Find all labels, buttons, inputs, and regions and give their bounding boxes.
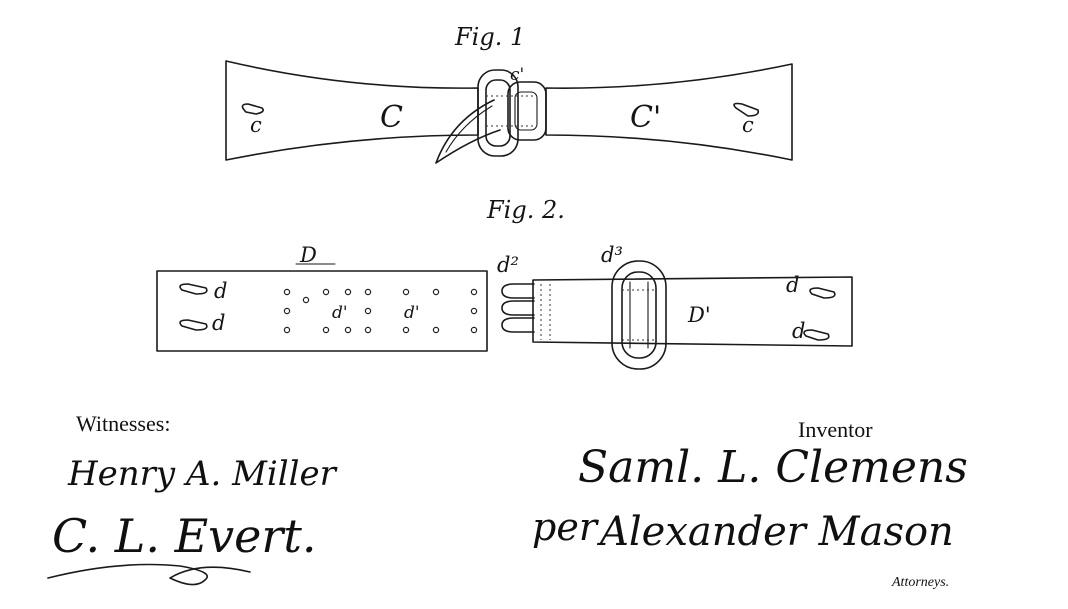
witness-signature-2: C. L. Evert. <box>52 509 316 563</box>
signature-flourish <box>47 563 251 586</box>
attorneys-label: Attorneys. <box>891 575 949 590</box>
buckle-frame-inner <box>485 79 511 147</box>
hole <box>283 326 291 334</box>
witness-signature-1: Henry A. Miller <box>67 454 338 494</box>
hole <box>283 288 291 296</box>
witnesses-label: Witnesses: <box>76 411 170 436</box>
label-c-end-right: c <box>742 113 754 137</box>
label-d3-buckle: d³ <box>601 243 623 267</box>
figure-1: Fig. 1 C C' c c c' <box>225 23 793 164</box>
label-d-end-right-bottom: d <box>792 319 805 343</box>
buckle-d3-inner <box>621 271 657 359</box>
label-d-prime-holes-a: d' <box>332 303 348 323</box>
slot-d-top-left <box>179 283 208 295</box>
label-c: C <box>380 100 403 135</box>
label-c-end-left: c <box>250 113 262 137</box>
hole <box>283 307 291 315</box>
strap-c-prime <box>545 63 793 161</box>
hole <box>364 288 372 296</box>
buckle-d3-outer <box>611 260 667 370</box>
inventor-signature: Saml. L. Clemens <box>578 442 968 493</box>
attorney-signature: Alexander Mason <box>596 509 954 555</box>
hole <box>344 326 352 334</box>
per-label: per <box>532 505 600 549</box>
inventor-block: Inventor Saml. L. Clemens per Alexander … <box>532 417 968 590</box>
hole <box>402 288 410 296</box>
slot-d-bottom-left <box>179 319 208 331</box>
slot-d-bottom-right <box>803 329 830 341</box>
buckle-tongue-inner <box>445 105 493 153</box>
label-d-end-right-top: d <box>786 273 799 297</box>
hole <box>344 288 352 296</box>
label-d-prime-holes-b: d' <box>404 303 420 323</box>
fig-1-title: Fig. 1 <box>454 23 525 51</box>
strap-d <box>156 270 488 352</box>
hole <box>322 326 330 334</box>
hook <box>501 317 535 333</box>
label-c-prime: C' <box>630 100 661 135</box>
slot-d-top-right <box>809 287 836 299</box>
strap-d-prime <box>532 276 853 347</box>
hole <box>432 326 440 334</box>
hooks-d2 <box>501 283 535 333</box>
inventor-label: Inventor <box>798 417 873 442</box>
hook <box>501 300 535 316</box>
hole <box>364 307 372 315</box>
buckle-keeper-inner <box>514 91 538 131</box>
label-d2-hooks: d² <box>497 253 519 277</box>
label-d: D <box>299 243 317 267</box>
hole <box>470 307 478 315</box>
hole <box>402 326 410 334</box>
label-c-buckle: c' <box>510 65 524 85</box>
hole-group-d-prime <box>283 288 478 334</box>
label-d-end-left-top: d <box>214 279 227 303</box>
label-d-prime: D' <box>687 303 711 327</box>
slot-left-end <box>241 103 264 115</box>
buckle-tongue <box>435 99 501 164</box>
hole <box>302 296 310 304</box>
fig-2-title: Fig. 2. <box>486 196 565 224</box>
hole <box>432 288 440 296</box>
hole <box>322 288 330 296</box>
label-d-end-left-bottom: d <box>212 311 225 335</box>
hole <box>364 326 372 334</box>
hook <box>501 283 535 299</box>
hole <box>470 288 478 296</box>
witnesses-block: Witnesses: Henry A. Miller C. L. Evert. <box>47 411 338 586</box>
hole <box>470 326 478 334</box>
slot-right-end <box>733 102 760 117</box>
buckle-keeper <box>507 81 547 141</box>
buckle-frame-outer <box>477 69 519 157</box>
figure-2: Fig. 2. <box>156 196 853 370</box>
